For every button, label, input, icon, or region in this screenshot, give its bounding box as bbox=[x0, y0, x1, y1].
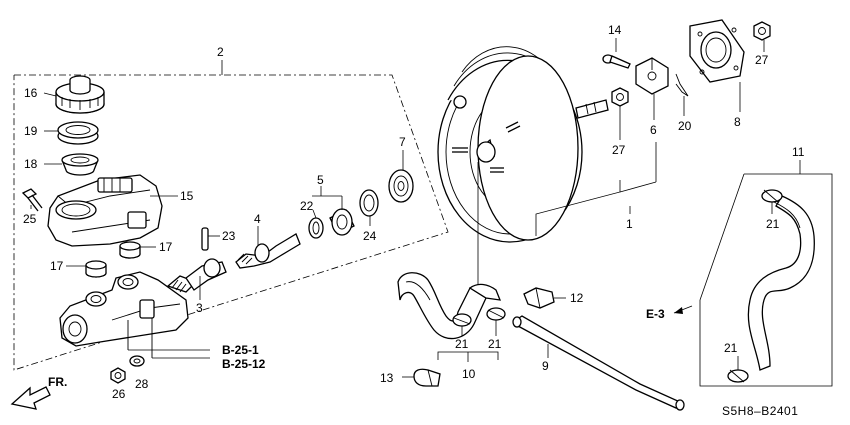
nut-27-booster[interactable] bbox=[611, 87, 629, 140]
reservoir-seal-18[interactable] bbox=[44, 153, 99, 176]
vacuum-pipe-9[interactable] bbox=[512, 315, 685, 411]
vacuum-hose-10[interactable] bbox=[397, 272, 502, 340]
hose-clamp-21-right[interactable] bbox=[486, 307, 506, 336]
brake-booster-1[interactable] bbox=[437, 46, 657, 304]
retainer-24[interactable] bbox=[359, 189, 379, 226]
callout-28: 28 bbox=[135, 377, 149, 391]
nut-26[interactable] bbox=[110, 367, 126, 384]
reservoir-cap-16[interactable] bbox=[43, 75, 105, 114]
callout-26: 26 bbox=[112, 387, 126, 401]
pin-23[interactable] bbox=[201, 227, 220, 251]
callout-20: 20 bbox=[678, 119, 692, 133]
callout-1: 1 bbox=[626, 217, 633, 231]
callout-21-upper: 21 bbox=[766, 217, 780, 231]
callout-8: 8 bbox=[734, 115, 741, 129]
hose-clamp-21-left[interactable] bbox=[452, 313, 472, 336]
clamp-13[interactable] bbox=[402, 368, 441, 387]
grommet-17-upper[interactable] bbox=[119, 241, 156, 259]
gasket-8[interactable] bbox=[689, 19, 745, 112]
seal-7[interactable] bbox=[388, 150, 414, 203]
callout-17-lower: 17 bbox=[50, 259, 64, 273]
callout-10: 10 bbox=[462, 367, 476, 381]
callout-11: 11 bbox=[792, 145, 805, 159]
clevis-6[interactable] bbox=[635, 57, 669, 120]
reservoir-strainer-19[interactable] bbox=[44, 121, 99, 145]
e3-pointer-arrow bbox=[673, 305, 693, 314]
callout-2: 2 bbox=[217, 45, 224, 59]
callout-7: 7 bbox=[399, 135, 406, 149]
washer-28[interactable] bbox=[129, 355, 145, 367]
vacuum-hose-11[interactable] bbox=[747, 195, 815, 371]
bolt-25[interactable] bbox=[21, 188, 43, 212]
master-cylinder-assembly-bracket bbox=[13, 60, 449, 371]
front-direction-label: FR. bbox=[48, 375, 67, 389]
clip-20[interactable] bbox=[675, 73, 689, 116]
callout-5: 5 bbox=[317, 173, 324, 187]
callout-12: 12 bbox=[570, 291, 584, 305]
callout-16: 16 bbox=[24, 86, 38, 100]
callout-4: 4 bbox=[254, 212, 261, 226]
callout-14: 14 bbox=[608, 23, 622, 37]
front-direction-arrow-icon bbox=[10, 386, 51, 410]
vacuum-hose-11-bracket bbox=[699, 160, 833, 387]
callout-24: 24 bbox=[363, 229, 377, 243]
callout-15: 15 bbox=[180, 189, 194, 203]
callout-22: 22 bbox=[300, 199, 314, 213]
reference-e3[interactable]: E-3 bbox=[646, 307, 665, 321]
master-cylinder-body[interactable] bbox=[59, 271, 210, 359]
callout-17-upper: 17 bbox=[159, 240, 173, 254]
reference-b25-12[interactable]: B-25-12 bbox=[222, 357, 266, 371]
callout-3: 3 bbox=[196, 301, 203, 315]
callout-25: 25 bbox=[23, 212, 37, 226]
hose-clamp-21-lower[interactable] bbox=[727, 356, 749, 383]
reference-b25-1[interactable]: B-25-1 bbox=[222, 343, 259, 357]
piston-assembly-3[interactable] bbox=[166, 258, 227, 300]
diagram-code: S5H8–B2401 bbox=[722, 404, 798, 418]
callout-19: 19 bbox=[24, 124, 38, 138]
clip-12[interactable] bbox=[523, 287, 566, 309]
reservoir-15[interactable] bbox=[47, 174, 178, 247]
callout-21-left: 21 bbox=[455, 337, 469, 351]
callout-27-top: 27 bbox=[755, 53, 769, 67]
callout-27-booster: 27 bbox=[612, 143, 626, 157]
hose-clamp-21-upper[interactable] bbox=[761, 189, 783, 214]
callout-6: 6 bbox=[650, 123, 657, 137]
callout-18: 18 bbox=[24, 157, 38, 171]
piston-4[interactable] bbox=[235, 226, 301, 269]
bolt-14[interactable] bbox=[602, 38, 631, 69]
seal-kit-5[interactable] bbox=[312, 186, 355, 236]
callout-13: 13 bbox=[380, 371, 394, 385]
o-ring-22[interactable] bbox=[308, 209, 324, 239]
callout-21-right: 21 bbox=[488, 337, 502, 351]
callout-23: 23 bbox=[222, 229, 236, 243]
nut-27-top[interactable] bbox=[753, 21, 771, 52]
grommet-17-lower[interactable] bbox=[66, 260, 107, 278]
callout-9: 9 bbox=[542, 359, 549, 373]
callout-21-lower: 21 bbox=[724, 341, 738, 355]
